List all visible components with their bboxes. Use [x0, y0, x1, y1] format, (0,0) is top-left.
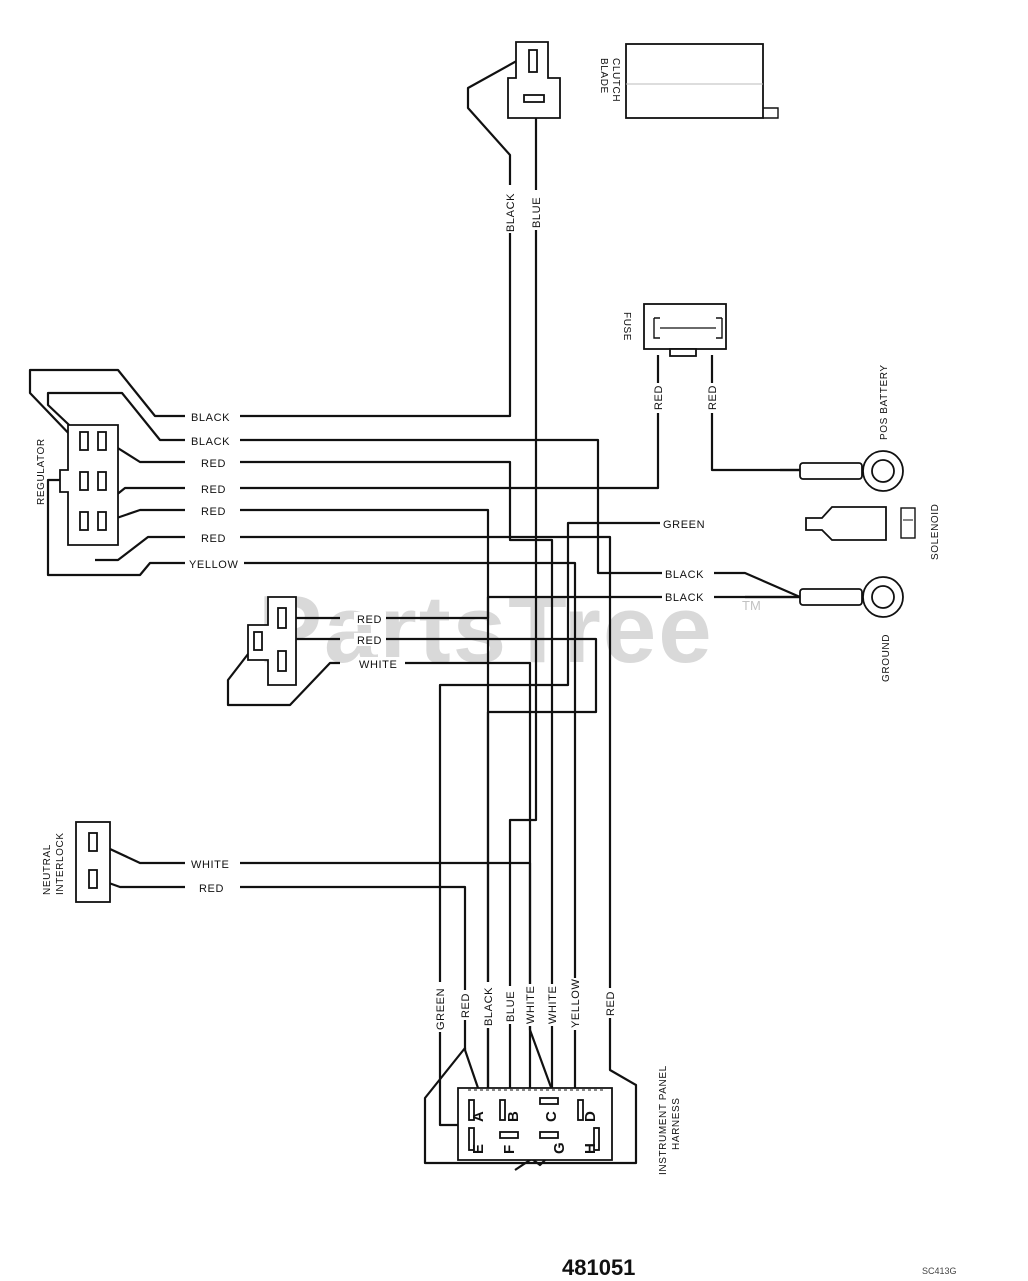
pin-c: C — [543, 1111, 560, 1122]
ground-label: GROUND — [881, 634, 892, 682]
label-reg-red-2: RED — [201, 484, 226, 496]
regulator-label: REGULATOR — [36, 438, 47, 505]
label-harness-blue: BLUE — [505, 991, 517, 1022]
reg-red-4-wire — [240, 535, 638, 1165]
label-conn-red-2: RED — [357, 635, 382, 647]
clutch-blue-wire — [508, 98, 538, 1088]
label-harness-green: GREEN — [435, 988, 447, 1030]
reg-stub-black-1 — [28, 368, 185, 441]
pin-e: E — [470, 1144, 487, 1154]
wire-labels: BLACK BLUE RED RED BLACK BLACK RED RED R… — [186, 185, 719, 1032]
label-reg-black-2: BLACK — [191, 436, 230, 448]
harness-pins: A B C D E F G H — [470, 1111, 599, 1154]
label-harness-red: RED — [460, 993, 472, 1018]
instrument-panel-harness: INSTRUMENT PANEL HARNESS — [457, 1065, 682, 1175]
blade-clutch-connector — [507, 41, 561, 119]
label-fuse-red-right: RED — [707, 385, 719, 410]
middle-connector — [247, 596, 297, 686]
pin-h: H — [582, 1143, 599, 1154]
regulator: REGULATOR — [36, 424, 119, 546]
label-ground-black-2: BLACK — [665, 592, 704, 604]
label-reg-red-3: RED — [201, 506, 226, 518]
solenoid-terminal: SOLENOID — [805, 504, 941, 560]
blade-clutch-label-2: CLUTCH — [610, 58, 621, 102]
label-harness-white-2: WHITE — [547, 986, 559, 1024]
partstree-watermark: PartsTree — [258, 576, 714, 683]
fuse: FUSE — [621, 303, 727, 357]
label-harness-white-1: WHITE — [525, 986, 537, 1024]
harness-label-1: INSTRUMENT PANEL — [658, 1065, 669, 1175]
reg-stub-black-2 — [46, 391, 185, 442]
label-ground-black-1: BLACK — [665, 569, 704, 581]
pin-g: G — [551, 1142, 568, 1154]
neutral-white-wire — [240, 861, 554, 1091]
neutral-interlock: NEUTRAL INTERLOCK — [42, 821, 111, 903]
conn-white-wire — [405, 661, 532, 1088]
reg-black-2-wire — [240, 438, 801, 599]
reg-red-1-wire — [240, 460, 554, 1088]
label-neutral-white: WHITE — [191, 859, 229, 871]
ground-terminal: GROUND — [799, 576, 904, 682]
clutch-black-wire — [240, 57, 523, 418]
label-harness-black: BLACK — [483, 987, 495, 1026]
wires — [28, 57, 802, 1171]
blade-clutch-label-1: BLADE — [598, 58, 609, 94]
reg-yellow-wire — [240, 561, 577, 1088]
label-harness-yellow: YELLOW — [570, 979, 582, 1028]
label-reg-yellow: YELLOW — [189, 559, 238, 571]
fuse-label: FUSE — [621, 312, 632, 341]
blade-clutch: BLADE CLUTCH — [598, 43, 779, 119]
label-harness-red-2: RED — [605, 991, 617, 1016]
neutral-interlock-label-1: NEUTRAL — [42, 844, 53, 895]
pin-a: A — [470, 1111, 487, 1122]
label-green: GREEN — [663, 519, 705, 531]
harness-label-2: HARNESS — [671, 1097, 682, 1150]
part-number: 481051 — [562, 1255, 636, 1280]
pos-battery-terminal: POS BATTERY — [799, 364, 904, 492]
pos-battery-label: POS BATTERY — [879, 364, 890, 440]
conn-stub-white — [226, 644, 340, 707]
solenoid-label: SOLENOID — [930, 504, 941, 560]
conn-red-2-wire — [385, 637, 598, 1088]
pin-f: F — [501, 1145, 518, 1154]
neutral-interlock-label-2: INTERLOCK — [55, 832, 66, 895]
label-clutch-black: BLACK — [505, 193, 517, 232]
label-reg-black-1: BLACK — [191, 412, 230, 424]
label-neutral-red: RED — [199, 883, 224, 895]
watermark-trademark: TM — [742, 598, 761, 613]
fuse-red-right-wire — [710, 355, 800, 472]
label-conn-white: WHITE — [359, 659, 397, 671]
reg-stub-yellow — [46, 478, 185, 577]
label-conn-red-1: RED — [357, 614, 382, 626]
label-clutch-blue: BLUE — [531, 197, 543, 228]
label-reg-red-4: RED — [201, 533, 226, 545]
green-wire — [438, 521, 710, 1127]
fuse-red-left-wire — [240, 355, 660, 490]
label-fuse-red-left: RED — [653, 385, 665, 410]
label-reg-red-1: RED — [201, 458, 226, 470]
neutral-red-wire — [240, 885, 480, 1089]
pin-b: B — [505, 1111, 522, 1122]
reg-stub-red-4 — [95, 535, 185, 562]
reference-code: SC413G — [922, 1266, 957, 1276]
pin-d: D — [582, 1111, 599, 1122]
